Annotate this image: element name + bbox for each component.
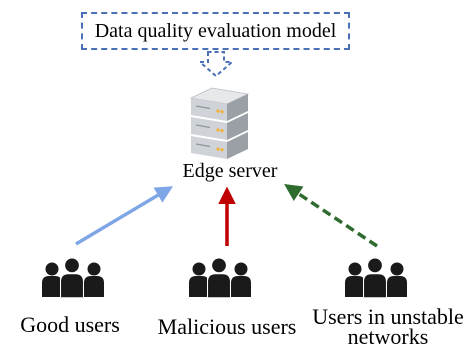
malicious-users-icon — [189, 257, 251, 298]
model-down-arrow — [197, 51, 235, 78]
unstable-users-label-line1: Users in unstable — [312, 304, 464, 329]
good-users-icon — [42, 257, 104, 298]
good-users-label: Good users — [20, 312, 120, 337]
good-users-arrow — [75, 186, 174, 246]
unstable-users-label-line2: networks — [347, 324, 429, 349]
unstable-users-icon — [345, 257, 407, 298]
model-box: Data quality evaluation model — [81, 12, 350, 50]
edge-server-label: Edge server — [182, 160, 278, 182]
malicious-users-label: Malicious users — [157, 314, 297, 339]
model-box-label: Data quality evaluation model — [94, 19, 337, 42]
server-icon — [189, 87, 250, 159]
unstable-users-arrow — [284, 184, 378, 248]
